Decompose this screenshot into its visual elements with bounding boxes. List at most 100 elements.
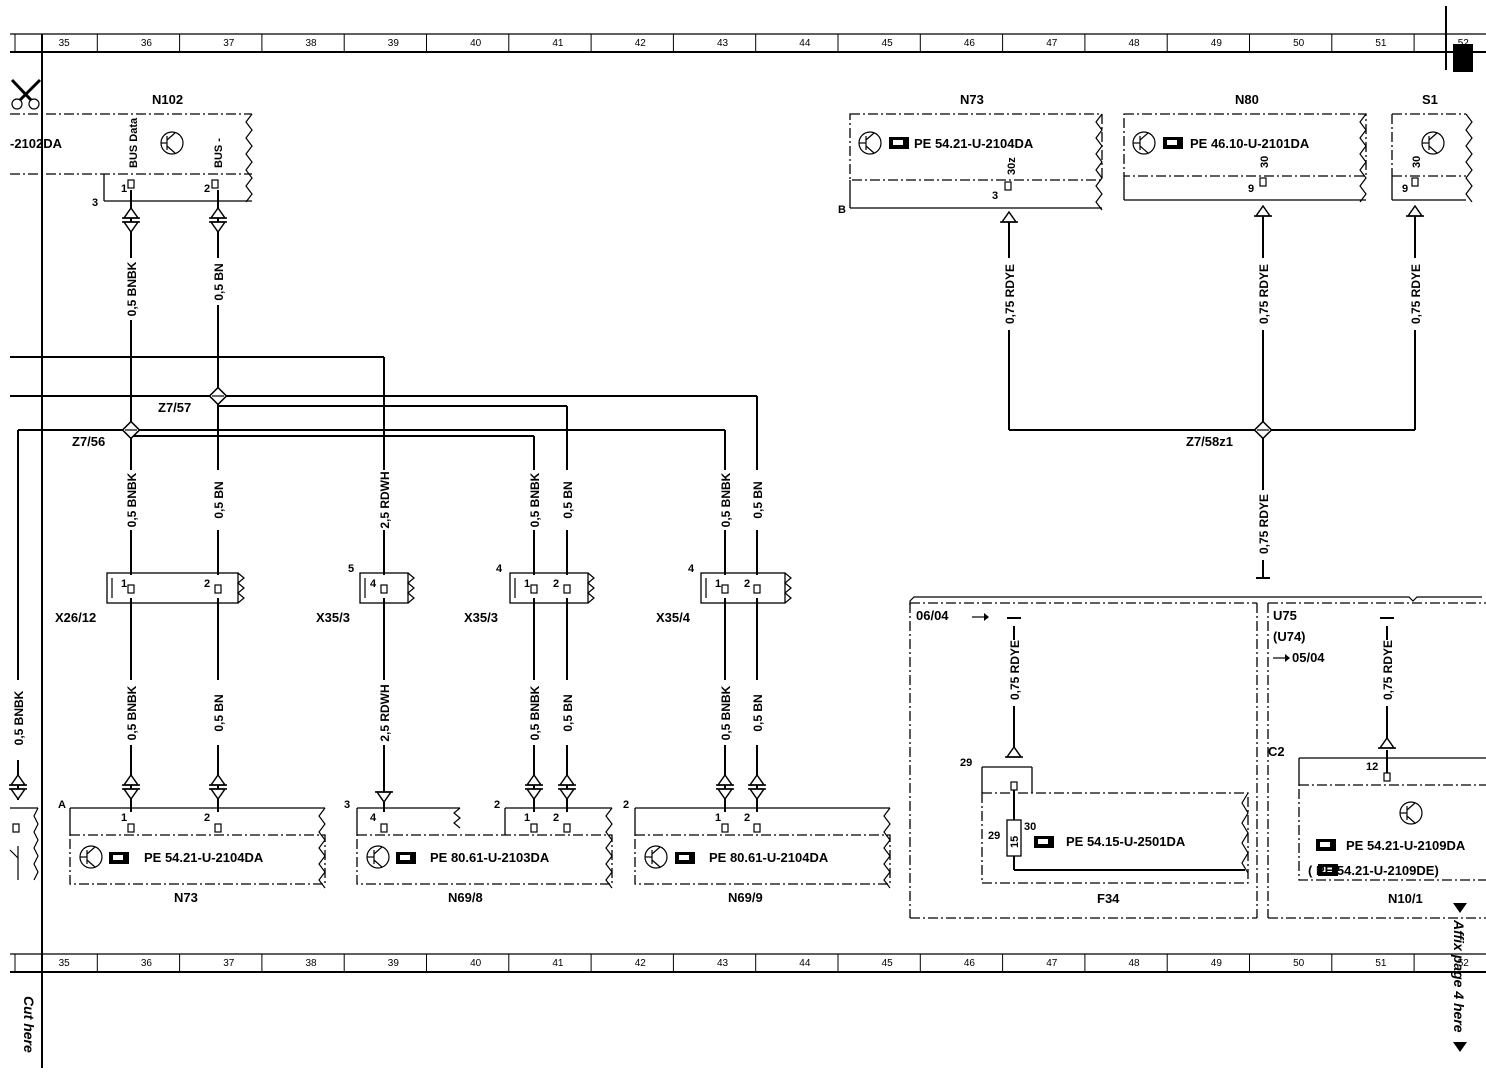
wire-label: 0,75 RDYE <box>1381 640 1395 700</box>
wire-label: 2,5 RDWH <box>378 684 392 741</box>
connector-symbol <box>209 773 227 801</box>
wire-label: 0,5 BNBK <box>125 472 139 527</box>
grid-column-label: 49 <box>1211 38 1223 49</box>
svg-text:2: 2 <box>553 812 559 824</box>
grid-column-label: 48 <box>1128 38 1140 49</box>
date-0604-label: 06/04 <box>916 608 949 623</box>
wire-label: 0,5 BN <box>751 481 765 518</box>
s1-pin-30: 30 <box>1411 156 1423 168</box>
module-n69-9: 2 1 2 PE 80.61-U-2104DA N69/9 <box>623 799 891 905</box>
connector-symbol <box>525 773 543 801</box>
connector-symbol <box>748 773 766 801</box>
connector-symbol <box>209 206 227 234</box>
x35-4-label: X35/4 <box>656 610 691 625</box>
svg-text:A: A <box>58 799 66 811</box>
n102-ref-text: -2102DA <box>10 136 63 151</box>
svg-text:15: 15 <box>1009 836 1021 848</box>
grid-column-label: 52 <box>1458 38 1470 49</box>
svg-text:2: 2 <box>623 799 629 811</box>
module-n80: N80 PE 46.10-U-2101DA 9 30 <box>1123 92 1367 203</box>
grid-column-label: 36 <box>141 958 153 969</box>
grid-column-label: 47 <box>1046 38 1058 49</box>
reference-hand-icon <box>396 852 416 864</box>
svg-text:1: 1 <box>715 578 721 590</box>
connector-symbol <box>1406 204 1424 217</box>
n80-ref-text: PE 46.10-U-2101DA <box>1190 136 1310 151</box>
f34-label: F34 <box>1097 891 1120 906</box>
reference-hand-icon <box>889 137 909 149</box>
f34-ref-text: PE 54.15-U-2501DA <box>1066 834 1186 849</box>
grid-column-label: 45 <box>882 958 894 969</box>
module-n73-bottom: A 1 2 PE 54.21-U-2104DA N73 <box>58 799 326 905</box>
bus-minus-label: BUS - <box>213 138 225 168</box>
svg-text:12: 12 <box>1366 761 1378 773</box>
grid-column-label: 38 <box>305 38 317 49</box>
reference-hand-icon <box>1034 836 1054 848</box>
n73-top-block-pin: B <box>838 204 846 216</box>
svg-text:2: 2 <box>744 578 750 590</box>
c2-label: C2 <box>1268 744 1285 759</box>
svg-text:1: 1 <box>524 578 530 590</box>
svg-text:29: 29 <box>960 757 972 769</box>
z7-57-label: Z7/57 <box>158 400 191 415</box>
n69-8-ref-text: PE 80.61-U-2103DA <box>430 850 550 865</box>
svg-text:5: 5 <box>348 563 354 575</box>
n102-pin-1: 1 <box>121 183 127 195</box>
wire-label: 0,5 BN <box>212 694 226 731</box>
wire-label: 0,5 BNBK <box>12 690 26 745</box>
wire-label: 0,5 BNBK <box>528 685 542 740</box>
grid-column-label: 38 <box>305 958 317 969</box>
grid-column-label: 46 <box>964 38 976 49</box>
svg-text:29: 29 <box>988 830 1000 842</box>
svg-text:4: 4 <box>496 563 503 575</box>
u74-label: (U74) <box>1273 629 1306 644</box>
connector-symbol <box>1254 204 1272 217</box>
svg-text:2: 2 <box>553 578 559 590</box>
connector-symbol <box>1378 736 1396 749</box>
grid-column-label: 37 <box>223 38 235 49</box>
triangle-marker-icon <box>1453 903 1467 913</box>
n73-top-pin-30z: 30z <box>1006 157 1018 175</box>
arrow-right-icon <box>1273 654 1290 662</box>
affix-note: Affix page 4 here <box>1451 919 1467 1033</box>
grid-column-label: 43 <box>717 38 729 49</box>
grid-column-label: 44 <box>799 958 811 969</box>
grid-column-label: 41 <box>552 38 564 49</box>
wire-label: 2,5 RDWH <box>378 471 392 528</box>
group-f34-u75: 06/04 U75 (U74) 05/04 29 15 29 30 PE 54. <box>909 596 1486 919</box>
z7-58z1-label: Z7/58z1 <box>1186 434 1233 449</box>
svg-text:2: 2 <box>744 812 750 824</box>
grid-column-label: 40 <box>470 38 482 49</box>
x35-3-a-label: X35/3 <box>316 610 350 625</box>
svg-text:2: 2 <box>204 812 210 824</box>
grid-column-label: 41 <box>552 958 564 969</box>
wire-label: 0,5 BNBK <box>719 472 733 527</box>
wire-label: 0,5 BN <box>212 263 226 300</box>
connector-symbols <box>9 204 1424 804</box>
wire-label: 0,5 BNBK <box>125 685 139 740</box>
transistor-icon <box>858 131 882 155</box>
svg-text:4: 4 <box>370 578 377 590</box>
n10-1-ref-text: PE 54.21-U-2109DA <box>1346 838 1466 853</box>
x35-3-b-label: X35/3 <box>464 610 498 625</box>
n69-9-ref-text: PE 80.61-U-2104DA <box>709 850 829 865</box>
connector-symbol <box>122 206 140 234</box>
transistor-icon <box>644 845 668 869</box>
wire-label: 0,5 BNBK <box>125 261 139 316</box>
grid-column-label: 39 <box>388 38 400 49</box>
transistor-icon <box>79 845 103 869</box>
connector-symbol <box>716 773 734 801</box>
wire-label: 0,75 RDYE <box>1257 494 1271 554</box>
connector-symbol <box>1000 210 1018 223</box>
svg-text:2: 2 <box>494 799 500 811</box>
n80-pin-30: 30 <box>1259 156 1271 168</box>
module-s1: S1 9 30 <box>1391 92 1473 203</box>
n102-pin-2: 2 <box>204 183 210 195</box>
wire-label: 0,5 BNBK <box>719 685 733 740</box>
connector-symbol <box>375 791 393 804</box>
connector-symbol <box>558 773 576 801</box>
module-left-partial <box>9 807 39 881</box>
reference-hand-icon <box>1316 839 1336 851</box>
